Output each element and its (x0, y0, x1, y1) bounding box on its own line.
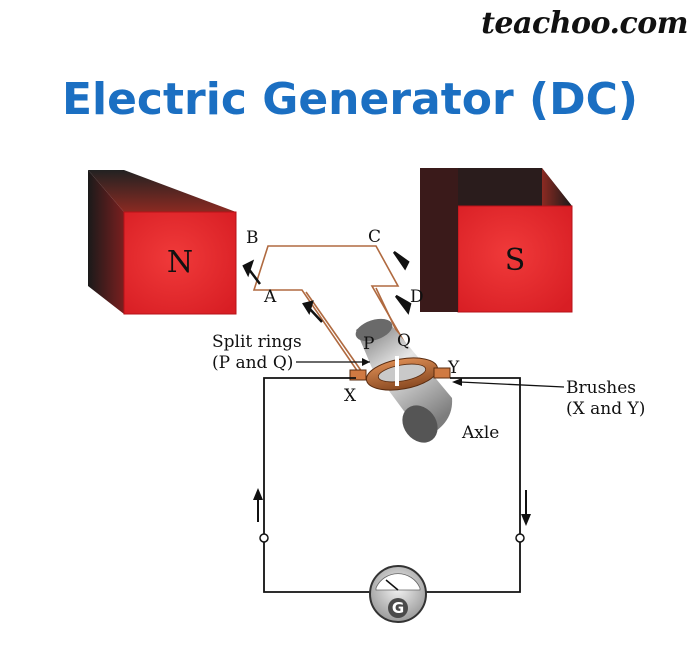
galvanometer: G (369, 565, 427, 623)
north-magnet-top (88, 170, 236, 212)
brush-y (433, 367, 451, 379)
arrow-b-icon (242, 259, 261, 285)
brushes-sublabel: (X and Y) (566, 399, 645, 419)
split-rings (349, 356, 451, 391)
corner-b-label: B (246, 228, 259, 248)
circuit-right-wire (424, 377, 521, 593)
brush-y-label: Y (447, 358, 460, 378)
north-magnet-side (88, 170, 124, 314)
axle-end (402, 405, 438, 443)
split-rings-label: Split rings (212, 332, 302, 352)
ring-p-label: P (363, 334, 374, 354)
coil-current-arrows (242, 250, 412, 323)
left-terminal (259, 533, 269, 543)
brush-x-label: X (344, 386, 357, 406)
ring-inner (377, 363, 427, 383)
down-arrow-icon (521, 490, 531, 526)
corner-d-label: D (410, 287, 424, 307)
circuit-left-wire (263, 377, 372, 593)
galvanometer-dial (375, 573, 421, 591)
external-circuit (263, 377, 521, 593)
split-rings-sublabel: (P and Q) (212, 353, 293, 373)
south-magnet-face (457, 205, 573, 313)
brushes-pointer (459, 381, 565, 388)
galvanometer-cap (388, 598, 408, 618)
axle-top (355, 318, 393, 342)
south-pole-label: S (505, 243, 526, 278)
brushes-pointer-head (452, 378, 462, 386)
ring-split-gap (395, 356, 399, 386)
up-arrow-icon (253, 488, 263, 522)
south-magnet: S (420, 168, 573, 313)
coil-lead-a (305, 291, 363, 373)
page-title: Electric Generator (DC) (61, 74, 639, 125)
brand-logo: teachoo.com (481, 6, 688, 41)
ring-q-label: Q (397, 331, 411, 351)
north-pole-label: N (167, 245, 193, 280)
galvanometer-label: G (392, 599, 404, 617)
galvanometer-needle (385, 579, 399, 591)
axle-label: Axle (461, 423, 499, 443)
brush-x (349, 369, 367, 381)
arrow-d-icon (395, 294, 412, 315)
coil-loop (252, 245, 419, 373)
corner-c-label: C (368, 227, 381, 247)
arrow-c-icon (392, 250, 410, 271)
corner-a-label: A (263, 287, 277, 307)
south-magnet-left-side (420, 168, 458, 312)
right-terminal (515, 533, 525, 543)
north-magnet-face (123, 211, 237, 315)
north-magnet: N (88, 170, 237, 315)
split-rings-pointer-head (362, 358, 370, 366)
arrow-a-icon (302, 300, 323, 323)
brushes-label: Brushes (566, 378, 636, 398)
